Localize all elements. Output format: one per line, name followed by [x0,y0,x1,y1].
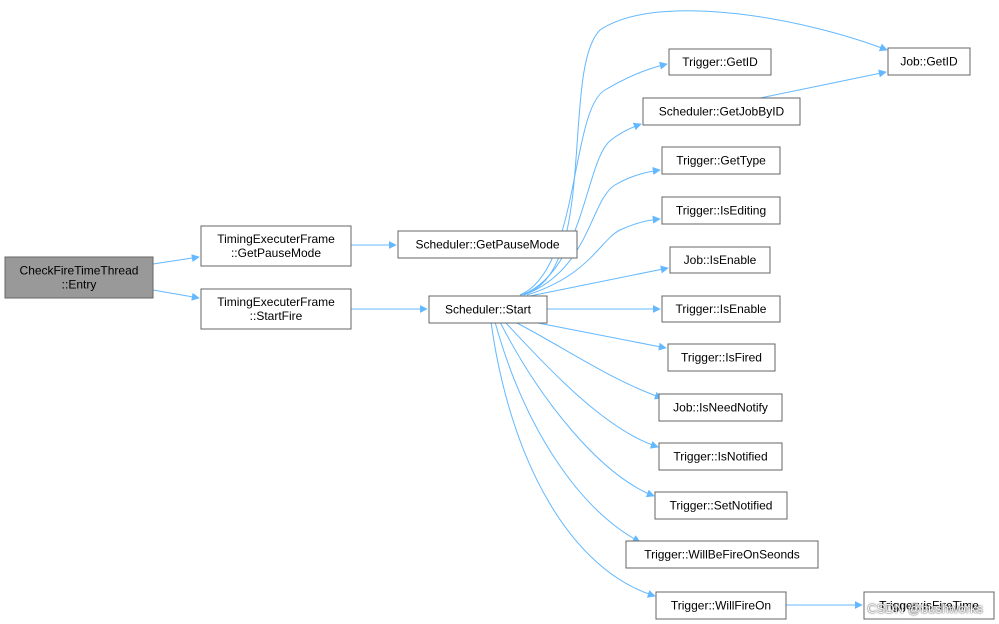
node-label: Trigger::SetNotified [670,499,773,513]
edge-start-to-trigger-isediting [526,215,661,296]
node-label: Trigger::IsFired [681,351,762,365]
node-box [669,246,771,274]
node-label: Job::GetID [900,55,958,69]
node-label: Trigger::WillBeFireOnSeonds [644,548,800,562]
node-label: TimingExecuterFrame [217,232,335,246]
node-label: CheckFireTimeThread [20,264,139,278]
node-job-isneednotify[interactable]: Job::IsNeedNotify [658,393,783,422]
node-box [661,196,781,225]
node-label: Scheduler::GetPauseMode [415,238,559,252]
node-trig-getid[interactable]: Trigger::GetID [668,48,772,76]
node-box [4,256,154,299]
node-box [397,230,578,259]
node-box [655,591,787,620]
node-label: Scheduler::Start [445,303,532,317]
node-label: ::StartFire [250,309,303,323]
node-label: TimingExecuterFrame [217,295,335,309]
node-label: Trigger::IsEnable [676,302,767,316]
node-trig-willfireon[interactable]: Trigger::WillFireOn [655,591,787,620]
node-sched-getjob[interactable]: Scheduler::GetJobByID [642,97,801,126]
node-box [668,48,772,76]
node-box [661,146,781,175]
node-box [654,491,788,520]
node-box [200,288,352,330]
edge-start-to-scheduler-getjobbyid [521,122,642,296]
node-trig-willbefire[interactable]: Trigger::WillBeFireOnSeonds [625,540,819,569]
node-trig-isfiretime[interactable]: Trigger::isFireTime [863,591,995,620]
node-trig-isenable[interactable]: Trigger::IsEnable [661,295,781,323]
edge-start-to-trigger-isfired [532,321,667,351]
edge-start-to-job-isneednotify [514,321,663,400]
edge-start-to-trigger-isnotified [504,321,659,449]
node-box [667,343,776,372]
node-sched-getpause[interactable]: Scheduler::GetPauseMode [397,230,578,259]
node-job-isenable[interactable]: Job::IsEnable [669,246,771,274]
node-box [863,591,995,620]
node-box [428,295,548,324]
node-label: Trigger::GetID [682,55,758,69]
node-box [658,393,783,422]
edge-entry-to-getpausemode [152,254,200,265]
node-trig-isfired[interactable]: Trigger::IsFired [667,343,776,372]
node-box [200,225,352,267]
node-box [625,540,819,569]
node-job-getid[interactable]: Job::GetID [887,47,971,76]
node-label: ::GetPauseMode [231,246,321,260]
node-sched-start[interactable]: Scheduler::Start [428,295,548,324]
node-label: ::Entry [62,278,97,292]
node-trig-isnotified[interactable]: Trigger::IsNotified [658,442,783,471]
node-box [642,97,801,126]
node-trig-gettype[interactable]: Trigger::GetType [661,146,781,175]
node-label: Job::IsNeedNotify [673,401,768,415]
node-trig-isediting[interactable]: Trigger::IsEditing [661,196,781,225]
edges [152,10,888,609]
node-box [887,47,971,76]
node-box [661,295,781,323]
node-trig-setnotified[interactable]: Trigger::SetNotified [654,491,788,520]
nodes: CheckFireTimeThread::EntryTimingExecuter… [4,47,995,620]
edge-getjobbyid-to-job-getid [759,69,887,99]
node-label: Trigger::IsNotified [673,450,767,464]
edge-start-to-trigger-getid [519,61,668,296]
node-label: Trigger::isFireTime [879,599,979,613]
node-tef-getpause[interactable]: TimingExecuterFrame::GetPauseMode [200,225,352,267]
edge-start-to-trigger-willbefireonseonds [494,321,641,543]
edge-start-to-trigger-setnotified [499,321,655,498]
watermark: CSDN @bushworks [867,601,983,616]
node-label: Trigger::IsEditing [676,204,766,218]
edge-start-to-job-isenable [529,265,669,297]
edge-start-to-trigger-gettype [523,166,661,296]
node-label: Job::IsEnable [684,253,757,267]
node-entry[interactable]: CheckFireTimeThread::Entry [4,256,154,299]
edge-start-to-trigger-willfireon [490,321,656,598]
node-box [658,442,783,471]
node-label: Scheduler::GetJobByID [659,105,785,119]
edge-entry-to-startfire [152,289,200,301]
node-label: Trigger::WillFireOn [671,599,771,613]
node-label: Trigger::GetType [676,154,766,168]
node-tef-startfire[interactable]: TimingExecuterFrame::StartFire [200,288,352,330]
